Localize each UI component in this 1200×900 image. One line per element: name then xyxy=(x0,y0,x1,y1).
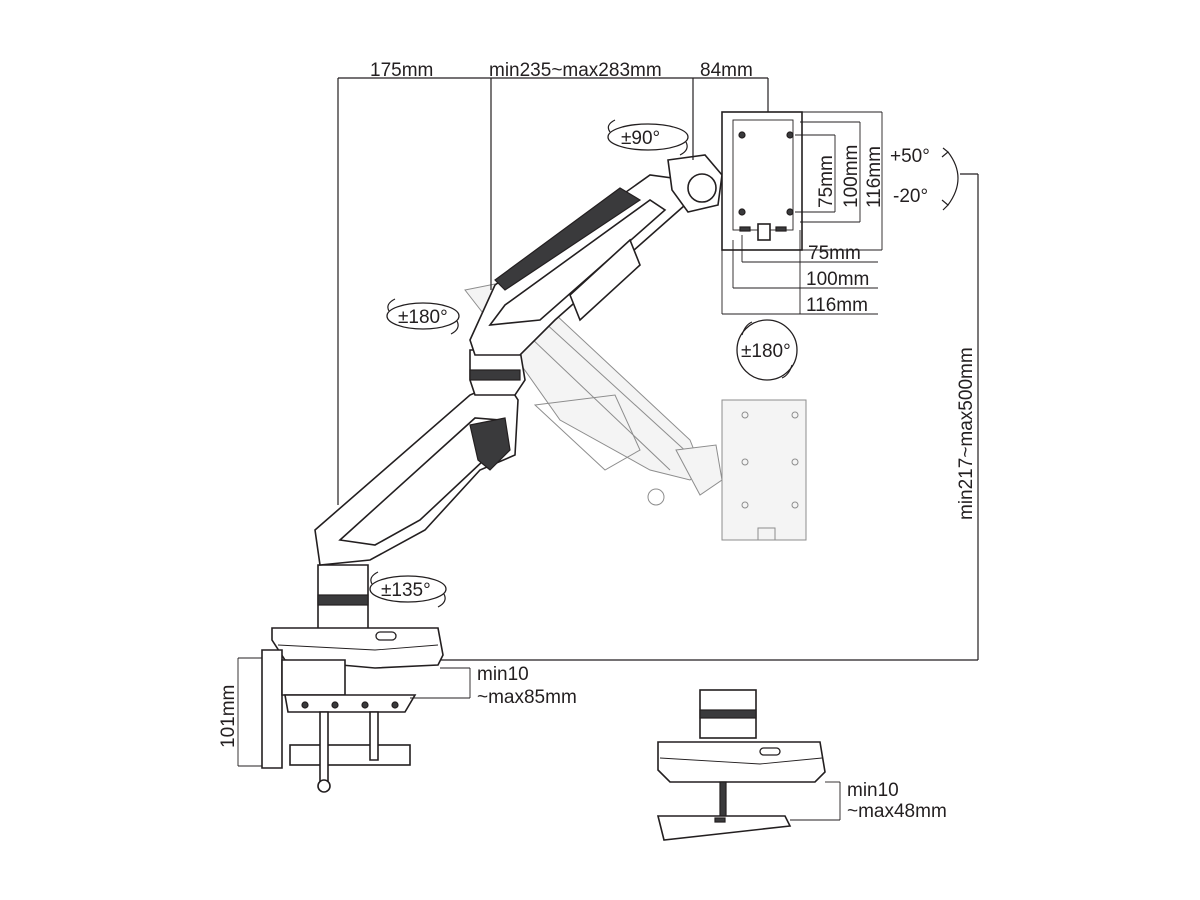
clamp-range-line2: ~max85mm xyxy=(477,687,577,708)
clamp-range-line1: min10 xyxy=(477,664,529,685)
vesa-v100-label: 100mm xyxy=(841,145,862,208)
head-depth-label: 84mm xyxy=(700,60,753,81)
screen-rotation-label: ±180° xyxy=(741,341,791,362)
head-swivel-label: ±90° xyxy=(621,128,660,149)
elbow-swivel-label: ±180° xyxy=(398,307,448,328)
grommet-range-line1: min10 xyxy=(847,780,899,801)
screen-rotation-badge: ±180° xyxy=(736,319,798,381)
tilt-down-label: -20° xyxy=(893,186,928,207)
vesa-v116-label: 116mm xyxy=(864,146,885,208)
dimension-lines xyxy=(237,77,979,821)
clamp-height-label: 101mm xyxy=(218,685,239,748)
base-swivel-badge: ±135° xyxy=(369,571,447,608)
vesa-h116-label: 116mm xyxy=(806,295,868,316)
vesa-h100-label: 100mm xyxy=(806,269,869,290)
head-swivel-badge: ±90° xyxy=(607,119,689,156)
tilt-indicator: +50° -20° xyxy=(890,146,959,211)
grommet-range-line2: ~max48mm xyxy=(847,801,947,822)
arm-offset-label: 175mm xyxy=(370,60,433,81)
arm-length-label: min235~max283mm xyxy=(489,60,662,81)
height-range-label: min217~max500mm xyxy=(956,347,977,520)
elbow-swivel-badge: ±180° xyxy=(386,298,460,335)
base-swivel-label: ±135° xyxy=(381,580,431,601)
monitor-arm xyxy=(261,111,803,793)
vesa-v75-label: 75mm xyxy=(816,155,837,208)
grommet-mount xyxy=(656,689,826,841)
vesa-h75-label: 75mm xyxy=(808,243,861,264)
tilt-up-label: +50° xyxy=(890,146,930,167)
